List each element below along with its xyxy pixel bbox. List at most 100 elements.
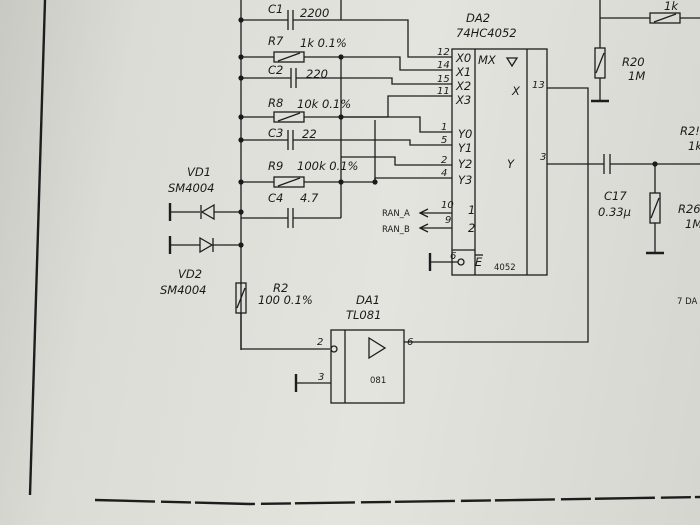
r-top-value: 1k: [664, 0, 679, 13]
c17-ref: C17: [604, 189, 627, 203]
c3-ref: C3: [268, 126, 283, 140]
r20-ref: R20: [622, 55, 645, 69]
da2-body-label: 4052: [494, 263, 516, 273]
da2-pin-e-number: 6: [450, 251, 456, 262]
y0-wire: [341, 116, 452, 133]
c1-value: 2200: [300, 6, 329, 20]
junction-dot: [238, 137, 244, 143]
da2-pin-x-number: 13: [532, 80, 545, 91]
r26-slash: [650, 197, 660, 219]
r9-ref: R9: [268, 159, 283, 173]
da2-pin-b-name: 2: [468, 221, 475, 235]
da2-pin-a-number: 10: [441, 200, 454, 211]
vd1-diode-triangle: [200, 203, 215, 221]
da1-amplifier-triangle-icon: [368, 336, 387, 360]
da2-pin-y3-name: Y3: [458, 173, 472, 187]
junction-dot: [238, 54, 244, 60]
r26-value: 1M: [685, 217, 700, 231]
da2-mx-label: MX: [478, 53, 497, 67]
junction-dot: [238, 75, 244, 81]
da2-pin-e-name: E: [475, 255, 483, 269]
vd2-ref: VD2: [178, 267, 202, 281]
r25-value: 1k: [688, 139, 700, 153]
da2-pin-x2-number: 15: [437, 74, 450, 85]
da2-pin-y0-name: Y0: [458, 127, 472, 141]
x0-wire: [341, 19, 452, 58]
y2-wire: [341, 156, 452, 166]
da2-pin-y-number: 3: [540, 152, 546, 163]
junction-dot: [338, 179, 344, 185]
c3-value: 22: [302, 127, 317, 141]
da2-triangle-icon: [505, 57, 519, 68]
da2-pin-y2-name: Y2: [458, 157, 472, 171]
r26-ref: R26: [678, 202, 700, 216]
da2-pin-x-name: X: [511, 84, 521, 98]
c2-ref: C2: [268, 63, 283, 77]
r2-slash: [236, 287, 246, 309]
ran-b-arrow-icon: [418, 223, 429, 233]
r9-value: 100k 0.1%: [297, 159, 358, 173]
junction-dot: [238, 17, 244, 23]
vd2-diode-triangle: [199, 236, 214, 254]
r20-slash: [595, 52, 605, 74]
da2-pin-x0-name: X0: [455, 51, 471, 65]
r8-slash: [277, 112, 301, 122]
r7-value: 1k 0.1%: [300, 36, 347, 50]
da2-pin-x0-number: 12: [437, 47, 450, 58]
da1-value: TL081: [346, 308, 381, 322]
da1-ref: DA1: [356, 293, 380, 307]
vd2-value: SM4004: [160, 283, 207, 297]
da1-inversion-bubble: [330, 345, 338, 353]
da2-ref: DA2: [466, 11, 490, 25]
da2-pin-y3-number: 4: [441, 168, 447, 179]
da2-pin-x3-name: X3: [455, 93, 471, 107]
r7-slash: [277, 52, 301, 62]
r2-value: 100 0.1%: [258, 293, 313, 307]
r25-ref: R2!: [680, 124, 700, 138]
vd1-ref: VD1: [187, 165, 211, 179]
da2-pin-x1-name: X1: [455, 65, 471, 79]
r20-value: 1M: [628, 69, 645, 83]
r9-slash: [277, 177, 301, 187]
da2-pin-x1-number: 14: [437, 60, 450, 71]
da2-pin-x3-number: 11: [437, 86, 450, 97]
da2-pin-a-name: 1: [468, 203, 475, 217]
junction-dot: [238, 114, 244, 120]
feedback-wire: [404, 87, 589, 343]
r-top-slash: [653, 13, 677, 23]
da2-pin-y1-number: 5: [441, 135, 447, 146]
ran-a-arrow-icon: [418, 208, 429, 218]
r8-value: 10k 0.1%: [297, 97, 351, 111]
ran-a-label: RAN_A: [382, 209, 410, 219]
da2-chip-body: [451, 48, 548, 276]
vd1-value: SM4004: [168, 181, 215, 195]
enable-inversion-bubble: [457, 258, 465, 266]
da1-pin-output-number: 6: [407, 337, 413, 348]
x2-wire: [341, 77, 452, 85]
r7-ref: R7: [268, 34, 284, 48]
c1-ref: C1: [268, 2, 283, 16]
c4-ref: C4: [268, 191, 283, 205]
da1-pin-noninverting-number: 3: [318, 372, 324, 383]
da2-pin-y0-number: 1: [441, 122, 447, 133]
da2-pin-y2-number: 2: [441, 155, 447, 166]
y1-wire: [341, 139, 452, 146]
c17-value: 0.33μ: [598, 205, 631, 219]
r8-ref: R8: [268, 96, 283, 110]
r2-to-da1-wire: [240, 313, 330, 350]
da2-pin-x2-name: X2: [455, 79, 471, 93]
da2-pin-y1-name: Y1: [458, 141, 472, 155]
frame-left-line: [28, 0, 47, 496]
x1-wire: [341, 56, 452, 71]
ran-b-label: RAN_B: [382, 225, 410, 235]
da2-pin-b-number: 9: [445, 215, 451, 226]
da1-body-label: 081: [370, 376, 386, 386]
da1-chip-body: [330, 329, 405, 404]
da2-pin-y-name: Y: [507, 157, 515, 171]
c2-value: 220: [306, 67, 328, 81]
r2-ref: R2: [273, 281, 288, 295]
c4-value: 4.7: [300, 191, 319, 205]
frame-bottom-line: [94, 495, 700, 506]
x3-wire: [387, 95, 452, 117]
